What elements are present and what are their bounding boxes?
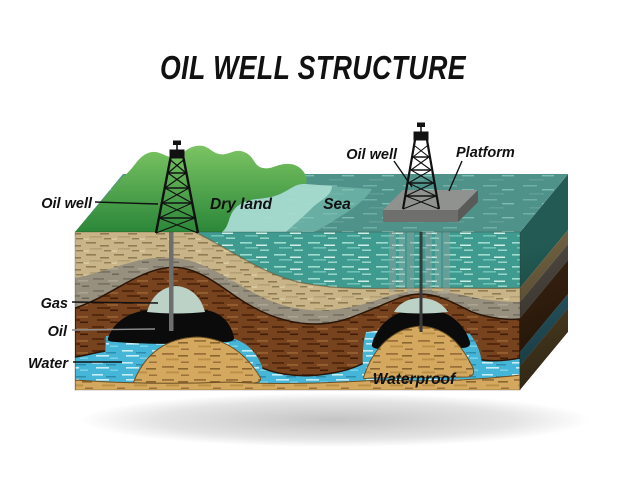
page-title: OIL WELL STRUCTURE (160, 49, 466, 86)
layer-sand-bottom (75, 374, 520, 390)
offshore-platform-icon (383, 190, 478, 222)
leader-oil (71, 328, 156, 331)
dry-land (75, 145, 307, 232)
well-pipe-sea (419, 232, 423, 332)
block-front-outline (74, 231, 521, 391)
label-oil-well-land: Oil well (41, 196, 93, 212)
oil-derrick-land-icon (154, 140, 200, 234)
label-oil-well-sea: Oil well (346, 147, 398, 163)
dome1-gas (147, 286, 205, 314)
label-oil: Oil (48, 324, 68, 340)
platform-top (383, 190, 478, 210)
block-shadow (80, 393, 590, 447)
oil-derrick-sea-icon (401, 122, 441, 210)
leader-oil-well-sea (393, 160, 413, 188)
label-waterproof: Waterproof (373, 371, 457, 388)
leader-lines (71, 160, 463, 363)
sea-floor-line (194, 232, 520, 290)
platform-front (383, 210, 458, 222)
label-gas: Gas (41, 296, 68, 312)
shallow-water (286, 186, 372, 232)
dome2-sand-bump (363, 325, 475, 379)
label-sea: Sea (323, 196, 351, 213)
well-pipe-land (169, 232, 174, 331)
label-water: Water (28, 356, 69, 372)
label-dry-land: Dry land (210, 196, 273, 213)
leader-gas (71, 301, 159, 304)
platform-legs (389, 232, 450, 292)
geological-cross-section (75, 232, 520, 390)
leader-platform (448, 160, 463, 192)
label-platform: Platform (456, 145, 515, 161)
leader-oil-well-land (94, 201, 159, 205)
platform-side (458, 190, 478, 222)
block-right-face (520, 174, 568, 390)
shore-water (222, 183, 332, 232)
